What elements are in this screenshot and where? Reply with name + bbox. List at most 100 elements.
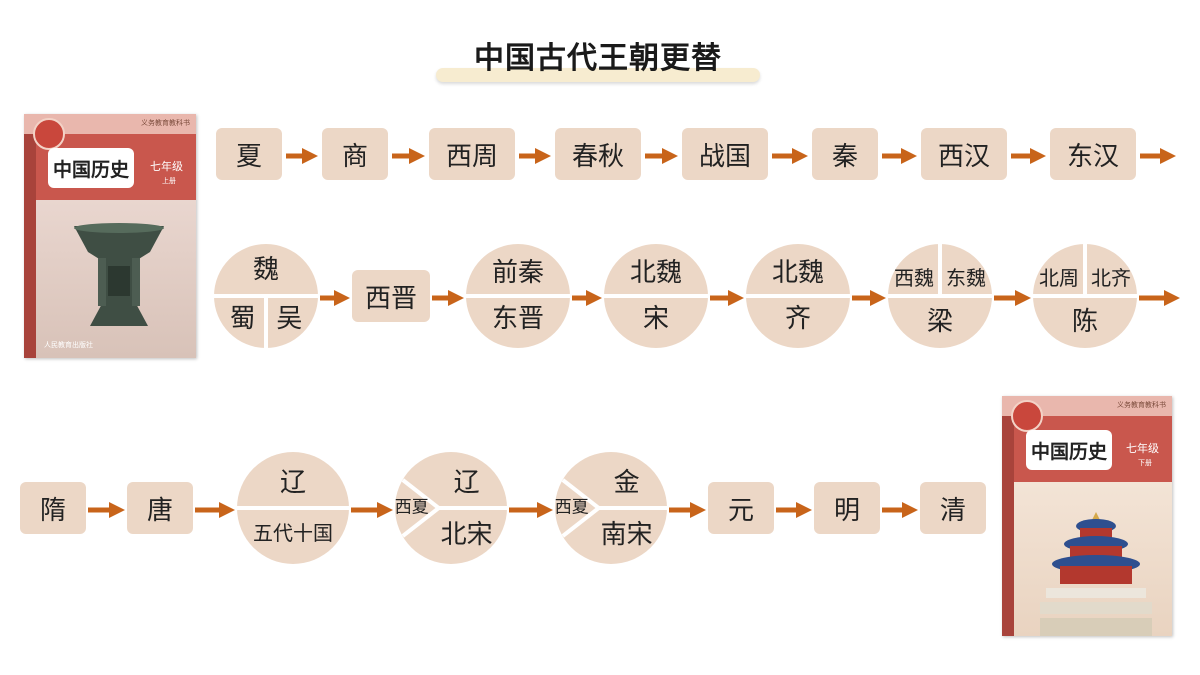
dynasty-label: 清 [939,495,966,526]
arrow-right-icon [392,148,425,164]
dynasty-box: 春秋 [555,128,641,180]
dynasty-circle-halves: 北魏齐 [742,244,854,348]
dynasty-label: 陈 [1071,307,1099,337]
dynasty-label: 西魏 [894,265,934,290]
dynasty-label: 北齐 [1091,265,1131,290]
cover-spine [24,134,36,358]
arrow-right-icon [88,502,125,518]
dynasty-label: 金 [613,467,640,498]
dynasty-label: 元 [727,495,754,526]
dynasty-label: 春秋 [571,141,624,172]
dynasty-box: 西周 [429,128,515,180]
cover-title: 中国历史 [1026,430,1112,470]
title-highlight [436,68,760,82]
arrow-right-icon [772,148,808,164]
bronze-vessel-icon [74,223,164,326]
arrow-right-icon [645,148,678,164]
dynasty-box: 西晋 [352,270,430,322]
dynasty-label: 吴 [276,304,303,335]
dynasty-label: 五代十国 [253,521,333,546]
dynasty-label: 东魏 [946,265,986,290]
dynasty-label: 唐 [146,495,173,526]
dynasty-circle-halves: 辽五代十国 [233,452,353,564]
dynasty-label: 齐 [784,304,812,335]
dynasty-box: 清 [920,482,986,534]
arrow-right-icon [195,502,235,518]
dynasty-label: 魏 [252,255,280,285]
arrow-right-icon [320,290,350,306]
cover-series: 义务教育教科书 [141,119,190,127]
cover-volume: 上册 [162,177,176,185]
dynasty-label: 南宋 [600,519,653,550]
dynasty-box: 隋 [20,482,86,534]
arrow-right-icon [1140,148,1176,164]
dynasty-label: 商 [341,141,368,172]
cover-volume: 下册 [1138,459,1152,467]
dynasty-label: 隋 [39,495,66,526]
textbook-cover-volume-1: 义务教育教科书 中国历史 七年级 上册 人民教育出版社 [24,114,196,358]
arrow-right-icon [351,502,393,518]
cover-title: 中国历史 [48,148,134,188]
cover-publisher: 人民教育出版社 [44,341,93,349]
dynasty-label: 北周 [1039,265,1079,290]
dynasty-label: 夏 [235,141,262,172]
dynasty-box: 东汉 [1050,128,1136,180]
arrow-right-icon [432,290,464,306]
arrow-right-icon [882,148,917,164]
dynasty-box: 战国 [682,128,768,180]
temple-of-heaven-icon [1040,512,1152,636]
dynasty-label: 蜀 [229,304,256,335]
cover-stripe: 义务教育教科书 [1002,396,1172,416]
arrow-right-icon [994,290,1031,306]
dynasty-box: 明 [814,482,880,534]
dynasty-box: 夏 [216,128,282,180]
arrow-right-icon [1139,290,1180,306]
dynasty-label: 辽 [453,467,480,498]
dynasty-label: 北宋 [440,519,493,550]
dynasty-box: 商 [322,128,388,180]
dynasty-label: 战国 [698,141,751,172]
arrow-right-icon [286,148,318,164]
publisher-seal-icon [1011,400,1043,432]
dynasty-label: 西汉 [937,141,990,172]
dynasty-box: 唐 [127,482,193,534]
page-title-block: 中国古代王朝更替 [432,38,764,84]
dynasty-label: 辽 [279,467,307,498]
dynasty-label: 西晋 [364,283,417,314]
dynasty-label: 北魏 [771,257,825,288]
dynasty-circle-wedge: 西夏 金南宋 [554,452,671,564]
arrow-right-icon [1011,148,1046,164]
arrow-right-icon [776,502,812,518]
publisher-seal-icon [33,118,65,150]
arrow-right-icon [882,502,918,518]
dynasty-label: 东晋 [491,304,545,335]
cover-stripe: 义务教育教科书 [24,114,196,134]
cover-grade: 七年级 [1126,442,1159,455]
arrow-right-icon [572,290,602,306]
dynasty-circle-split_top: 北周北齐陈 [1029,242,1141,348]
arrow-right-icon [669,502,706,518]
dynasty-box: 西汉 [921,128,1007,180]
dynasty-circle-split: 魏蜀吴 [210,244,322,350]
arrow-right-icon [710,290,744,306]
arrow-right-icon [519,148,551,164]
cover-grade: 七年级 [150,160,183,173]
dynasty-label: 西周 [445,141,498,172]
dynasty-label: 秦 [831,141,858,172]
dynasty-label: 西夏 [554,497,589,518]
dynasty-box: 元 [708,482,774,534]
cover-spine [1002,416,1014,636]
dynasty-label: 宋 [642,304,670,335]
dynasty-box: 秦 [812,128,878,180]
cover-series: 义务教育教科书 [1117,401,1166,409]
dynasty-label: 东汉 [1066,141,1119,172]
dynasty-circle-halves: 前秦东晋 [462,244,574,348]
dynasty-label: 北魏 [629,257,683,288]
dynasty-circle-halves: 北魏宋 [600,244,712,348]
arrow-right-icon [509,502,553,518]
dynasty-circle-wedge: 西夏辽北宋 [395,452,511,564]
page-title: 中国古代王朝更替 [474,41,722,76]
dynasty-label: 明 [833,495,860,526]
arrow-right-icon [852,290,886,306]
textbook-cover-volume-2: 义务教育教科书 中国历史 七年级 下册 [1002,396,1172,636]
